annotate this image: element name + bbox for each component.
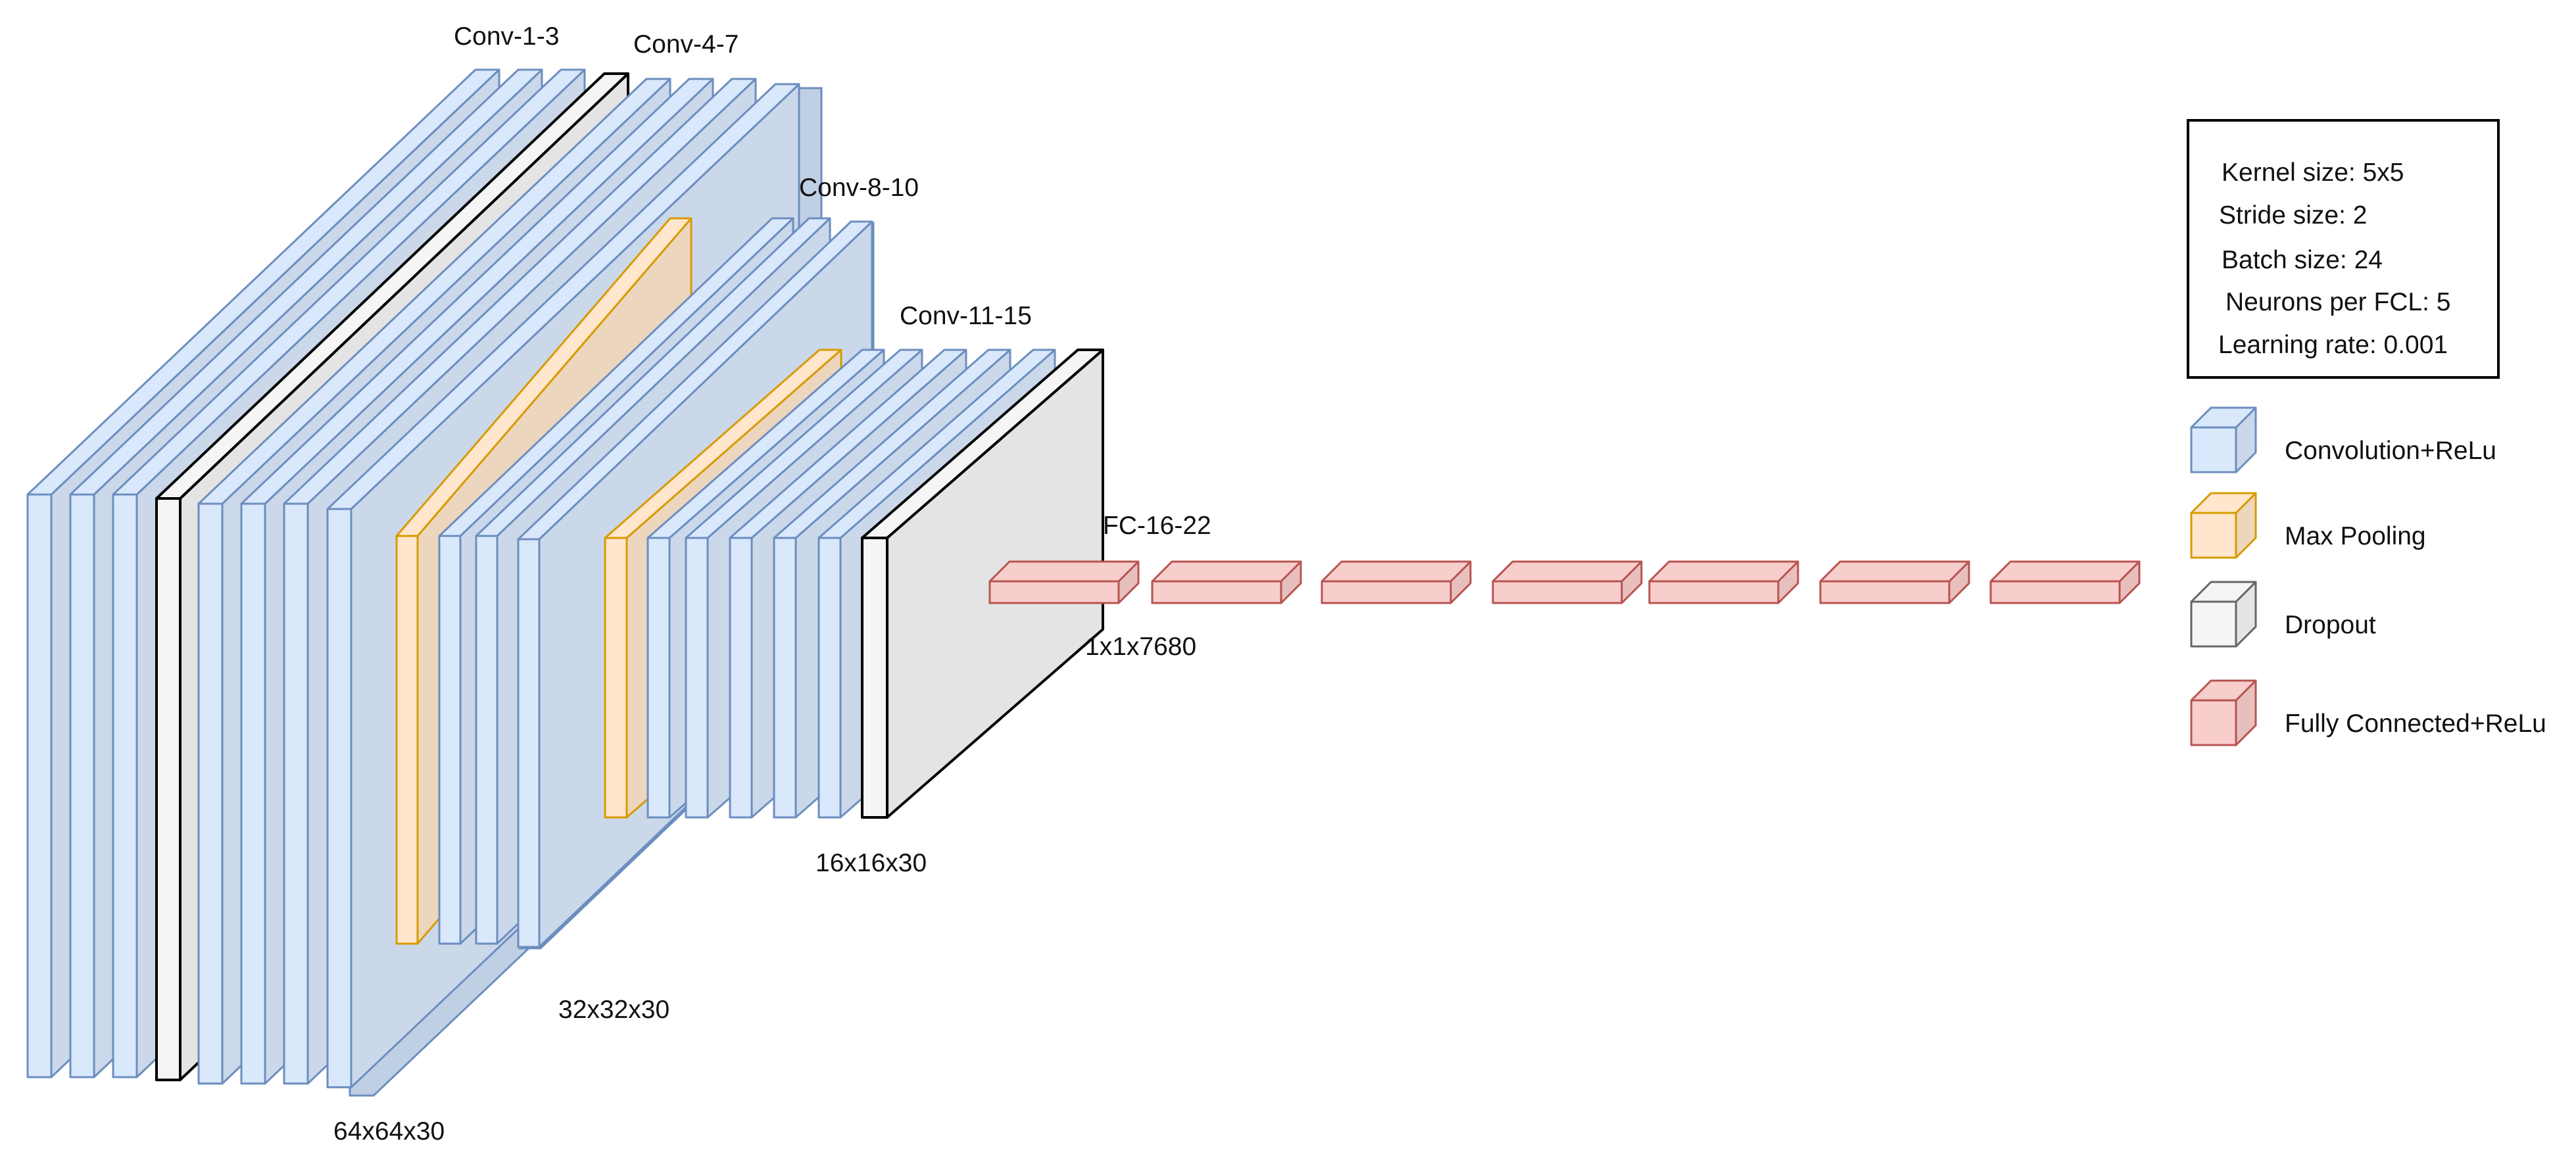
legend-label: Max Pooling (2285, 522, 2426, 550)
legend-cube-conv (2190, 406, 2257, 473)
fc-layer-19 (1492, 560, 1643, 604)
label-dim-32x32x30: 32x32x30 (558, 996, 669, 1024)
parameter-4: Neurons per FCL: 5 (2225, 288, 2451, 316)
gray-cube-icon (2190, 581, 2257, 648)
parameter-3: Batch size: 24 (2222, 246, 2383, 274)
legend-label: Fully Connected+ReLu (2285, 710, 2546, 738)
stage-16x16x30 (604, 349, 1104, 819)
parameter-5: Learning rate: 0.001 (2218, 331, 2448, 359)
parameter-1: Kernel size: 5x5 (2222, 158, 2404, 187)
label-conv-8-10: Conv-8-10 (799, 174, 919, 202)
fc-layer-21 (1819, 560, 1970, 604)
fc-layer-17 (1151, 560, 1302, 604)
legend-item-drop: Dropout (2190, 581, 2376, 648)
parameters-box (2187, 119, 2500, 379)
layer-stack (26, 68, 1104, 1097)
legend-item-fc: Fully Connected+ReLu (2190, 679, 2546, 746)
fully-connected-layers (988, 560, 2141, 604)
label-conv-1-3: Conv-1-3 (454, 22, 559, 51)
label-conv-11-15: Conv-11-15 (900, 302, 1032, 330)
orange-cube-icon (2190, 492, 2257, 559)
legend-cube-fc (2190, 679, 2257, 746)
legend-item-pool: Max Pooling (2190, 492, 2426, 559)
legend-cube-pool (2190, 492, 2257, 559)
label-fc-16-22: FC-16-22 (1103, 512, 1211, 540)
fc-layer-16 (988, 560, 1140, 604)
fc-layer-22 (1989, 560, 2141, 604)
legend-item-conv: Convolution+ReLu (2190, 406, 2496, 473)
label-dim-16x16x30: 16x16x30 (815, 849, 927, 877)
legend-label: Dropout (2285, 611, 2376, 639)
parameter-2: Stride size: 2 (2219, 201, 2367, 230)
legend-cube-drop (2190, 581, 2257, 648)
legend-label: Convolution+ReLu (2285, 437, 2496, 465)
red-cube-icon (2190, 679, 2257, 746)
label-dim-1x1x7680: 1x1x7680 (1085, 633, 1196, 661)
fc-layer-20 (1648, 560, 1799, 604)
blue-cube-icon (2190, 406, 2257, 473)
fc-layer-18 (1321, 560, 1472, 604)
label-conv-4-7: Conv-4-7 (633, 30, 739, 59)
label-dim-64x64x30: 64x64x30 (333, 1117, 445, 1146)
